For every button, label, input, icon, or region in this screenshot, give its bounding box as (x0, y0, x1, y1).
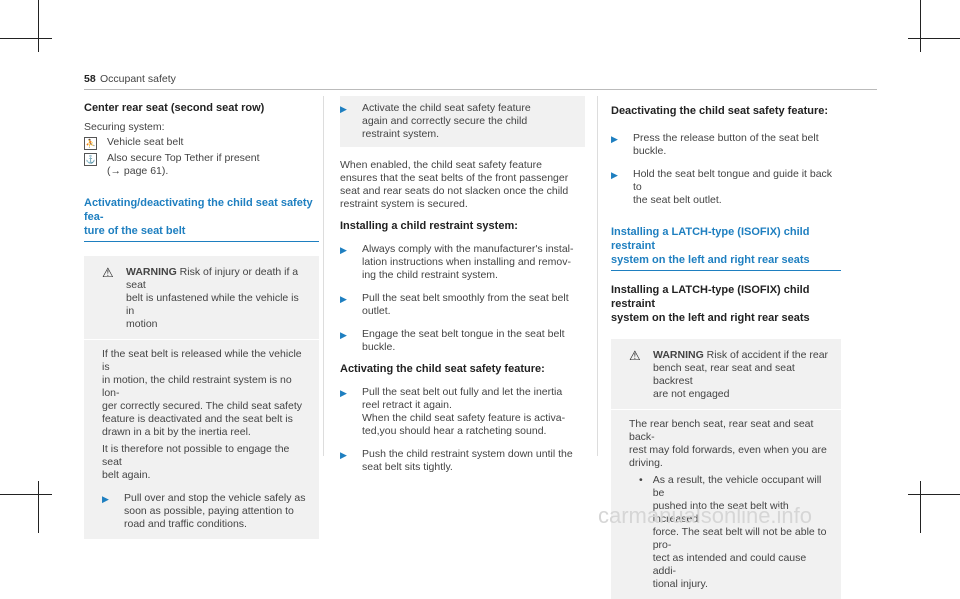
seat-belt-icon: ⛹ (84, 137, 97, 150)
heading-deactivate: Deactivating the child seat safety featu… (611, 105, 829, 117)
step-arrow-icon: ▶ (340, 330, 347, 340)
crop-mark (0, 494, 52, 495)
blue-heading: Activating/deactivating the child seat s… (84, 196, 319, 242)
step-arrow-icon: ▶ (340, 104, 347, 114)
warning-text: WARNING Risk of injury or death if a sea… (126, 266, 299, 330)
securing-label: Securing system: (84, 121, 165, 133)
step-arrow-icon: ▶ (340, 245, 347, 255)
step-arrow-icon: ▶ (340, 450, 347, 460)
heading-latch: Installing a LATCH-type (ISOFIX) child r… (611, 284, 810, 324)
header-rule (84, 89, 877, 90)
column-divider (597, 96, 598, 456)
icon-text: Vehicle seat belt (107, 136, 184, 148)
column-divider (323, 96, 324, 456)
step-arrow-icon: ▶ (340, 294, 347, 304)
step: ▶Always comply with the manufacturer's i… (340, 243, 574, 281)
top-tether-icon: ⚓ (84, 153, 97, 166)
warning-body: If the seat belt is released while the v… (102, 348, 302, 438)
step: ▶Pull over and stop the vehicle safely a… (102, 492, 306, 530)
warning-body: The rear bench seat, rear seat and seat … (629, 418, 827, 469)
heading-install: Installing a child restraint system: (340, 220, 518, 232)
warning-icon: ⚠ (629, 348, 641, 363)
icon-row: ⛹ Vehicle seat belt (84, 136, 319, 150)
crop-mark (0, 38, 52, 39)
section-title: Occupant safety (100, 73, 176, 85)
icon-text: Also secure Top Tether if present(→ page… (107, 152, 260, 177)
icon-row: ⚓ Also secure Top Tether if present(→ pa… (84, 152, 319, 178)
heading-center-rear-seat: Center rear seat (second seat row) (84, 102, 265, 114)
step: ▶Pull the seat belt out fully and let th… (340, 386, 566, 437)
step: ▶Press the release button of the seat be… (611, 132, 819, 157)
step: ▶Push the child restraint system down un… (340, 448, 573, 473)
blue-heading: Installing a LATCH-type (ISOFIX) child r… (611, 225, 841, 271)
crop-mark (908, 38, 960, 39)
bullet-icon: • (639, 474, 643, 486)
step-arrow-icon: ▶ (102, 494, 109, 504)
heading-activate: Activating the child seat safety feature… (340, 363, 545, 375)
column-1: Center rear seat (second seat row) Secur… (84, 96, 319, 539)
step-arrow-icon: ▶ (611, 134, 618, 144)
page-number: 58 (84, 73, 96, 85)
warning-body: It is therefore not possible to engage t… (102, 443, 290, 481)
step: ▶Hold the seat belt tongue and guide it … (611, 168, 833, 206)
crop-mark (38, 0, 39, 52)
step: ▶Pull the seat belt smoothly from the se… (340, 292, 569, 317)
step: ▶Engage the seat belt tongue in the seat… (340, 328, 565, 353)
watermark: carmanualsonline.info (598, 503, 813, 528)
crop-mark (908, 494, 960, 495)
crop-mark (38, 481, 39, 533)
step-arrow-icon: ▶ (340, 388, 347, 398)
warning-box: ⚠ WARNING Risk of injury or death if a s… (84, 256, 319, 539)
step-arrow-icon: ▶ (611, 170, 618, 180)
crop-mark (920, 0, 921, 52)
paragraph: When enabled, the child seat safety feat… (340, 159, 569, 210)
warning-icon: ⚠ (102, 265, 114, 280)
crop-mark (920, 481, 921, 533)
